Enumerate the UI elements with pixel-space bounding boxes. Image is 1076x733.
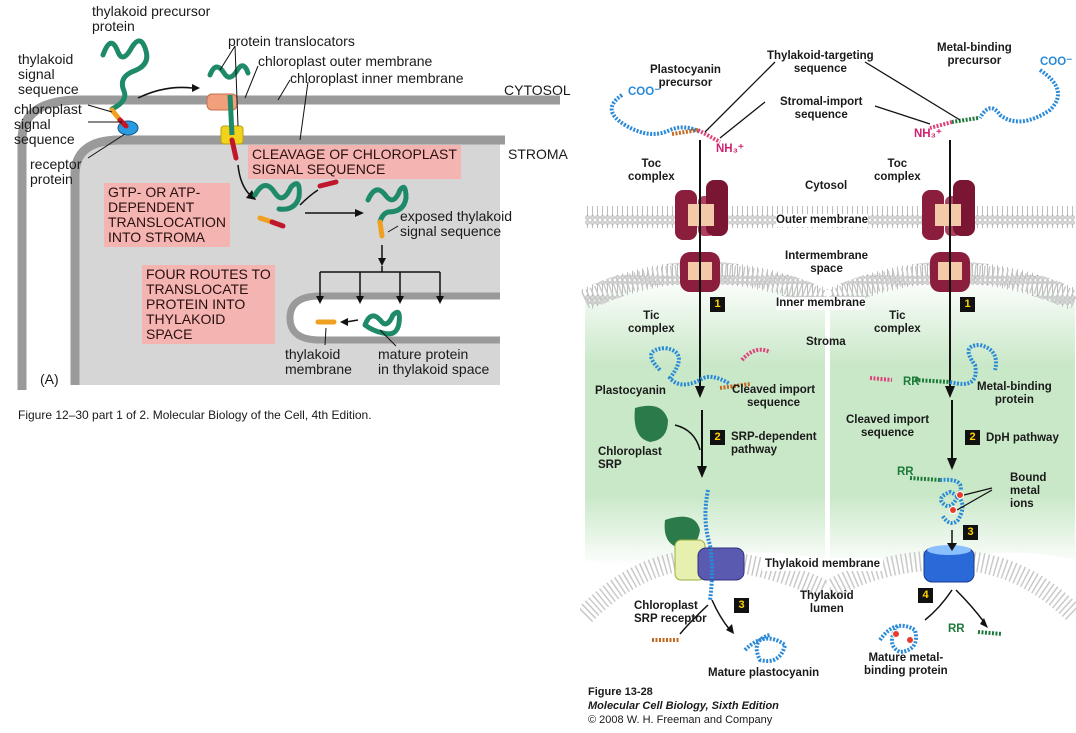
metal-binding-chain [949,342,998,386]
label-mature-metal: Mature metal- binding protein [864,652,948,677]
plastocyanin-chain [649,345,732,387]
outer-membrane [17,95,560,390]
box-four-routes: FOUR ROUTES TO TRANSLOCATE PROTEIN INTO … [142,265,275,344]
label-srp-pathway: SRP-dependent pathway [731,431,817,456]
caption-b-book: Molecular Cell Biology, Sixth Edition [588,700,779,712]
step-badge-4: 4 [918,588,933,603]
label-dph-pathway: DpH pathway [986,432,1059,444]
label-stromal-import: Stromal-import sequence [780,96,863,121]
box-cleavage: CLEAVAGE OF CHLOROPLAST SIGNAL SEQUENCE [248,145,461,179]
caption-b-copyright: © 2008 W. H. Freeman and Company [588,714,773,726]
toc-complex-right [922,180,975,240]
label-coo-right: COO⁻ [1040,56,1073,68]
label-mature-plastocyanin: Mature plastocyanin [708,667,820,679]
label-bound-metal: Bound metal ions [1010,472,1047,510]
mature-plastocyanin-chain [743,633,788,663]
label-tic-left: Tic complex [628,310,675,335]
label-stroma: STROMA [508,146,568,162]
label-cytosol-b: Cytosol [805,180,848,192]
caption-b-title: Figure 13-28 [588,686,653,698]
label-thylakoid-lumen: Thylakoid lumen [800,590,854,615]
label-metal-binding-protein: Metal-binding protein [977,381,1052,406]
label-thylakoid-membrane-b: Thylakoid membrane [762,558,884,571]
label-outer-membrane: chloroplast outer membrane [258,53,433,69]
label-thylakoid-signal: thylakoid signal sequence [18,51,79,97]
label-stroma-b: Stroma [806,336,846,348]
exposed-protein [365,184,409,225]
cleaved-import-right [869,376,893,382]
thylakoid-membrane-shape [286,292,500,344]
step-badge-2-right: 2 [965,430,980,445]
label-inner-membrane-b: Inner membrane [776,297,866,310]
label-mature-protein: mature protein in thylakoid space [378,346,490,377]
label-cleaved-left: Cleaved import sequence [732,384,816,409]
step-badge-2-left: 2 [710,430,725,445]
label-coo-left: COO⁻ [628,86,661,98]
srp-receptor-channel [697,547,745,581]
protein-in-translocator [207,63,251,80]
step-badge-1-left: 1 [710,297,725,312]
precursor-signal-red [117,117,129,129]
panel-b-diagram [580,61,1076,663]
metal-precursor-chain [978,68,1060,124]
step-badge-3-left: 3 [734,598,749,613]
label-thylakoid-targeting: Thylakoid-targeting sequence [767,50,874,75]
stroma-region-b [585,277,825,568]
label-inner-membrane: chloroplast inner membrane [290,70,464,86]
label-receptor: receptor protein [30,156,82,187]
cleaved-import-left [740,347,771,362]
panel-letter-a: (A) [40,371,59,387]
step-badge-1-right: 1 [960,297,975,312]
plastocyanin-precursor-chain [609,93,701,136]
label-nh3-right: NH₃⁺ [914,128,942,140]
toc-complex-left [675,180,728,240]
label-metal-binding-precursor: Metal-binding precursor [937,42,1012,67]
label-rr2: RR [897,466,914,478]
label-toc-left: Toc complex [628,158,675,183]
label-thylakoid-membrane: thylakoid membrane [285,346,352,377]
mature-metal-chain [878,623,918,655]
label-intermembrane: Intermembrane space [785,250,869,275]
label-outer-membrane-b: Outer membrane [776,214,869,227]
label-srp-receptor: Chloroplast SRP receptor [634,600,707,625]
label-exposed: exposed thylakoid signal sequence [400,208,513,239]
label-cleaved-right: Cleaved import sequence [846,414,930,439]
label-protein-translocators: protein translocators [228,33,355,49]
step-badge-3-right: 3 [963,525,978,540]
inner-membrane [70,135,505,385]
label-tic-right: Tic complex [874,310,921,335]
label-chloroplast-srp: Chloroplast SRP [598,446,662,471]
caption-panel-a: Figure 12–30 part 1 of 2. Molecular Biol… [18,408,372,422]
label-plastocyanin-precursor: Plastocyanin precursor [650,64,721,89]
label-rr1: RR [903,376,920,388]
arrow-to-translocator [137,86,193,99]
label-cytosol: CYTOSOL [504,82,571,98]
label-toc-right: Toc complex [874,158,921,183]
stroma-protein [252,181,302,212]
box-gtp-translocation: GTP- OR ATP- DEPENDENT TRANSLOCATION INT… [104,183,230,247]
cleaved-chloroplast-signal [317,179,339,189]
label-nh3-left: NH₃⁺ [716,143,744,155]
label-chloroplast-signal: chloroplast signal sequence [14,101,82,147]
label-thylakoid-precursor: thylakoid precursor protein [92,3,211,34]
bound-metal-chain [939,477,965,526]
label-rr3: RR [948,623,965,635]
chloroplast-srp-shape [634,405,668,442]
mature-protein [362,309,402,337]
precursor-protein [100,38,150,112]
label-plastocyanin: Plastocyanin [595,385,666,397]
